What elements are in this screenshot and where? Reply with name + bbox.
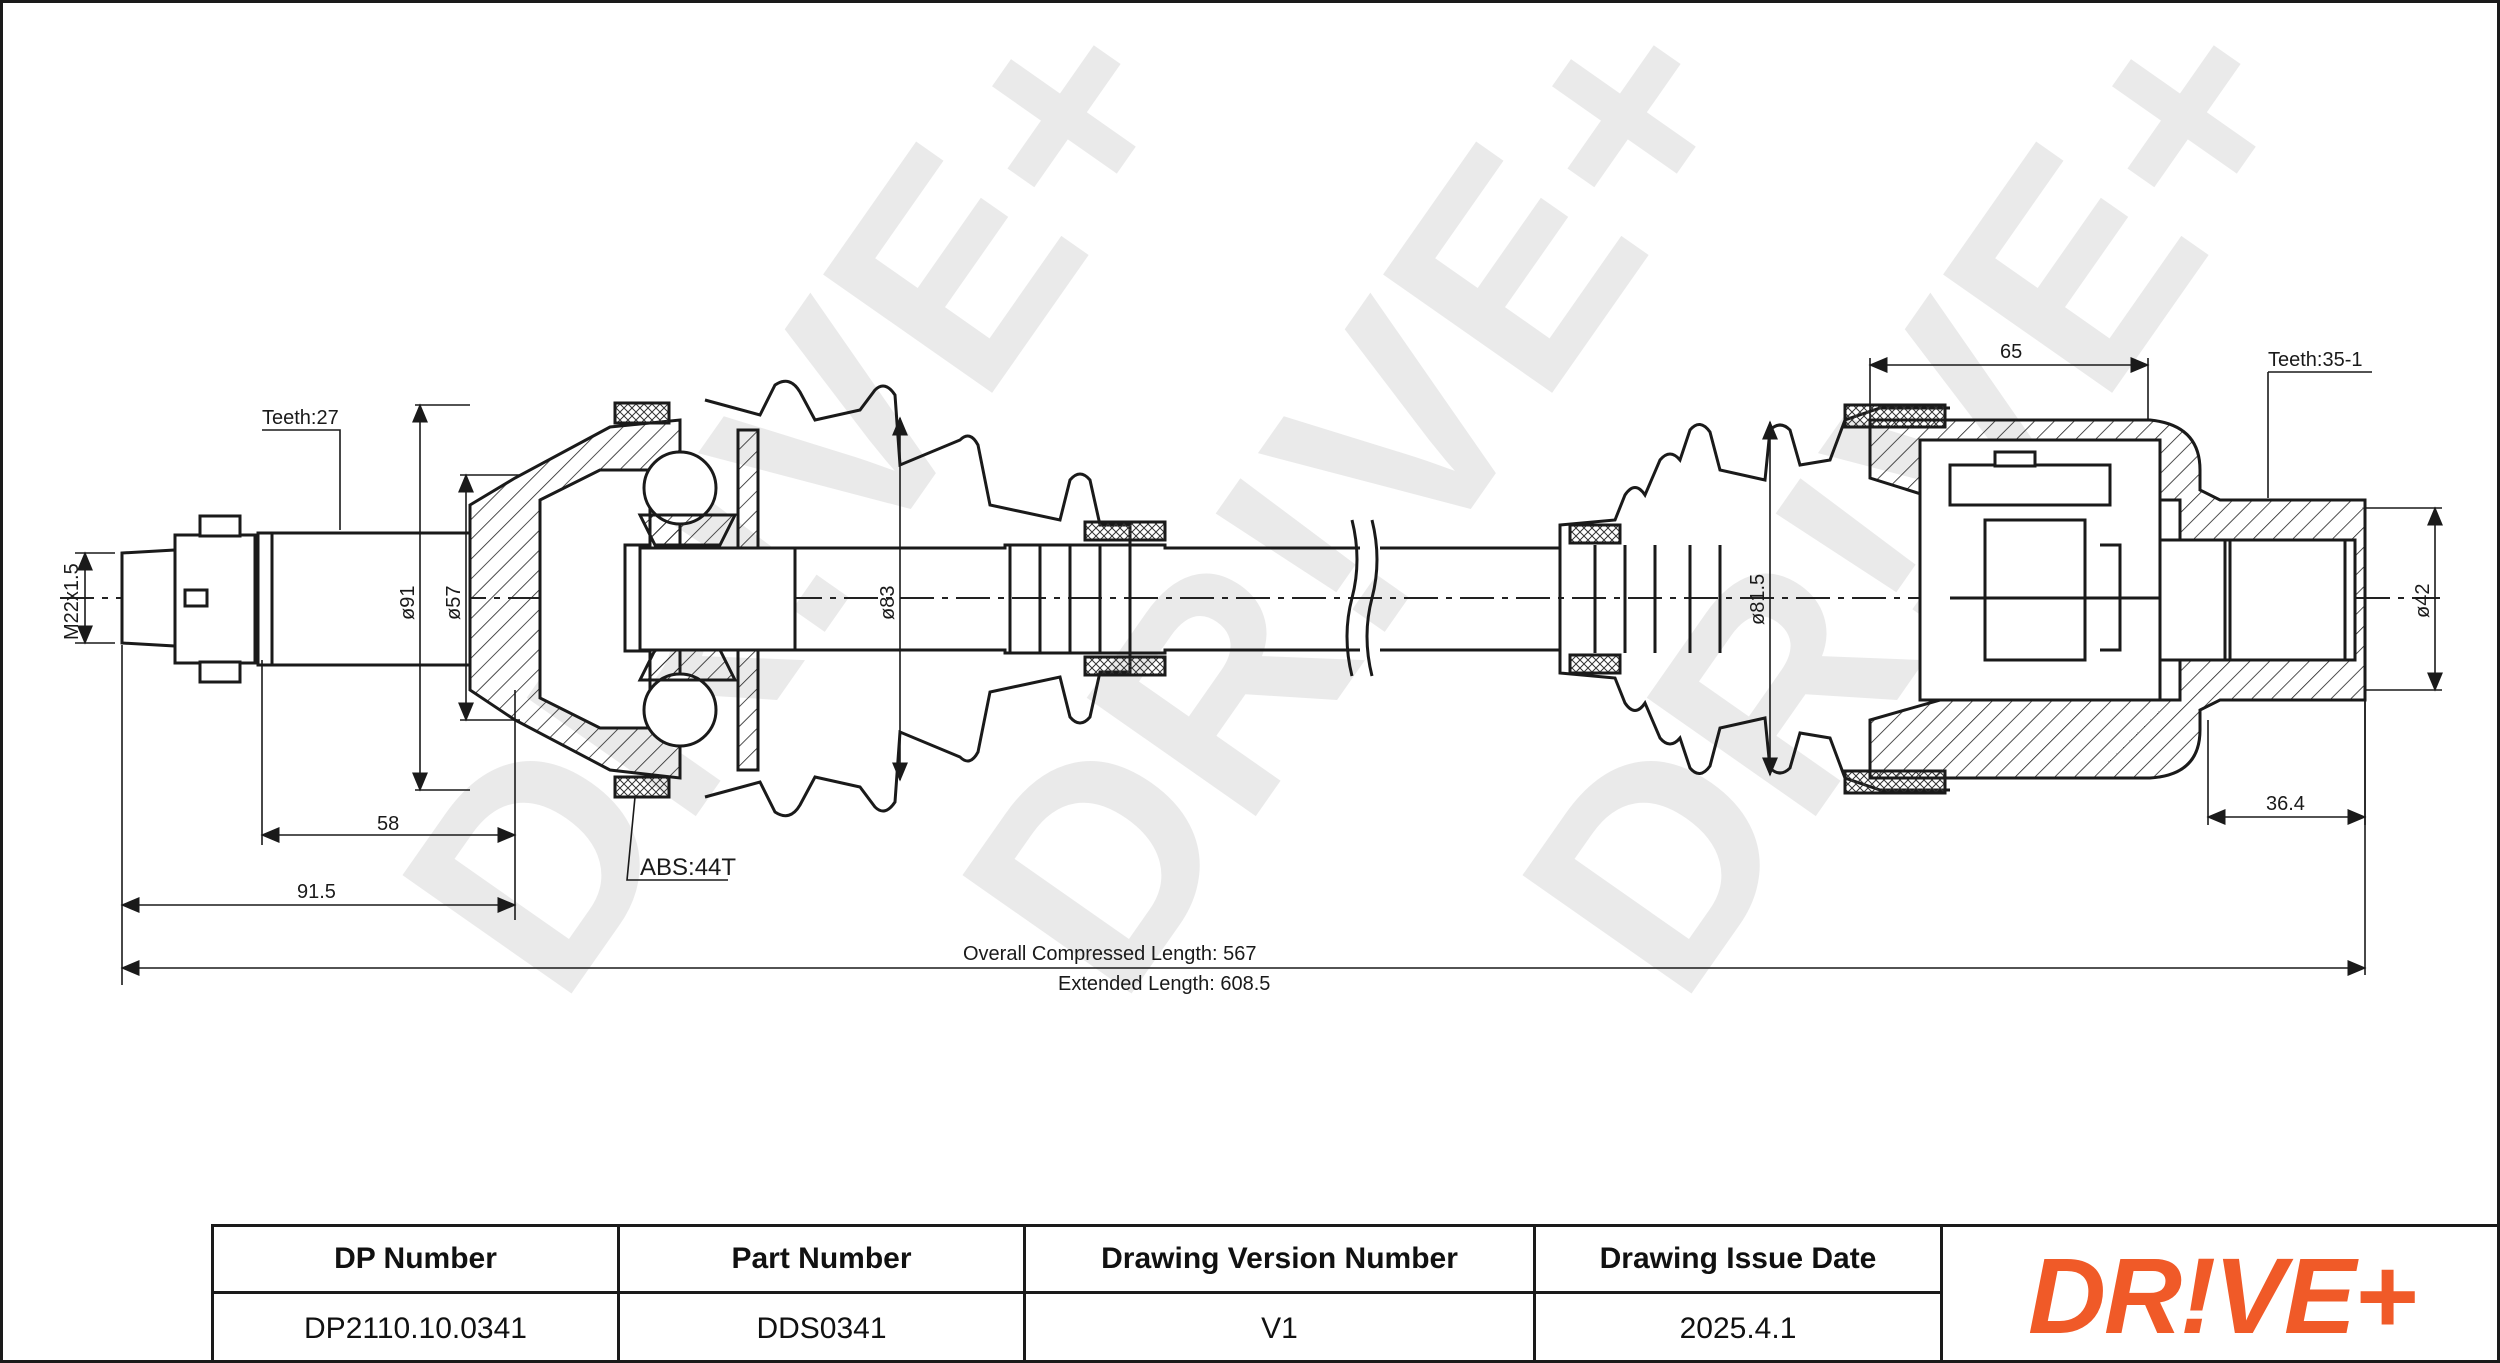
dp-number-value: DP2110.10.0341 — [304, 1311, 527, 1345]
teeth-right-label: Teeth:35-1 — [2268, 349, 2363, 371]
dim-91-5-label: 91.5 — [297, 881, 336, 903]
version-value: V1 — [1261, 1311, 1298, 1345]
part-number-header: Part Number — [620, 1227, 1023, 1294]
left-boot — [704, 379, 1167, 818]
logo-text: DR!VE+ — [2027, 1234, 2417, 1356]
dia-57-label: ø57 — [443, 586, 465, 620]
dia-42-label: ø42 — [2412, 584, 2434, 618]
issue-date-header: Drawing Issue Date — [1536, 1227, 1940, 1294]
dp-number-column: DP Number DP2110.10.0341 — [214, 1227, 620, 1363]
dimension-labels: Teeth:27 Teeth:35-1 M22x1.5 ø91 ø57 ø83 … — [61, 341, 2434, 995]
issue-date-value: 2025.4.1 — [1679, 1311, 1797, 1345]
dimensions — [75, 357, 2443, 985]
part-number-column: Part Number DDS0341 — [620, 1227, 1026, 1363]
version-header: Drawing Version Number — [1026, 1227, 1533, 1294]
dia-81-5-label: ø81.5 — [1747, 574, 1769, 625]
part-number-value: DDS0341 — [756, 1311, 887, 1345]
issue-date-column: Drawing Issue Date 2025.4.1 — [1536, 1227, 1943, 1363]
dp-number-header: DP Number — [214, 1227, 617, 1294]
extended-length-label: Extended Length: 608.5 — [1058, 973, 1270, 995]
dia-91-label: ø91 — [397, 586, 419, 620]
left-stub-axle — [120, 401, 797, 799]
main-shaft — [795, 519, 1560, 677]
dim-58-label: 58 — [377, 813, 399, 835]
title-block: DP Number DP2110.10.0341 Part Number DDS… — [211, 1224, 2500, 1363]
right-tripod-housing — [1868, 418, 2367, 780]
dim-36-4-label: 36.4 — [2266, 793, 2305, 815]
dim-65-label: 65 — [2000, 341, 2022, 363]
abs-label: ABS:44T — [640, 854, 736, 881]
teeth-left-label: Teeth:27 — [262, 407, 339, 429]
overall-length-label: Overall Compressed Length: 567 — [963, 943, 1257, 965]
thread-label: M22x1.5 — [61, 563, 83, 640]
dia-83-label: ø83 — [877, 586, 899, 620]
brand-logo: DR!VE+ — [1943, 1227, 2500, 1363]
version-column: Drawing Version Number V1 — [1026, 1227, 1536, 1363]
